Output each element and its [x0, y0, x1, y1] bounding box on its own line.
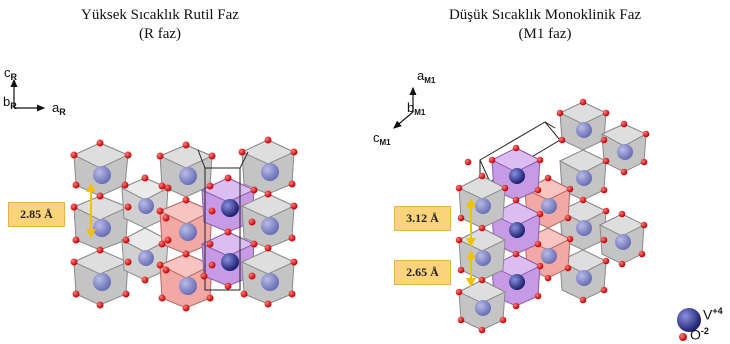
oxygen-atoms: [455, 98, 650, 334]
r-phase-title: Yüksek Sıcaklık Rutil Faz (R faz): [10, 6, 310, 44]
r-distance-label: 2.85 Å: [8, 202, 65, 227]
r-phase-title-line1: Yüksek Sıcaklık Rutil Faz: [81, 7, 239, 23]
octahedron: [457, 279, 507, 331]
octahedron-red: [158, 253, 214, 309]
vanadium-legend-sphere: [677, 308, 701, 332]
m1-phase-title-line2: (M1 faz): [518, 26, 572, 42]
octahedron: [558, 101, 608, 151]
oxygen-legend-sphere: [679, 333, 687, 341]
r-phase-structure: [70, 136, 298, 312]
vanadium-legend-label: V+4: [703, 306, 723, 323]
c-r-axis-label: cR: [4, 65, 18, 82]
r-phase-axes: cR bR aR: [3, 65, 66, 117]
octahedron: [72, 195, 130, 251]
octahedron: [240, 139, 296, 195]
octahedron-purple: [200, 231, 256, 287]
a-m1-axis-label: aM1: [417, 68, 436, 85]
octahedron: [240, 193, 296, 249]
r-phase-title-line2: (R faz): [138, 26, 182, 42]
octahedron: [598, 213, 646, 265]
octahedron-purple: [200, 177, 256, 233]
m1-phase-title-line1: Düşük Sıcaklık Monoklinik Faz: [448, 7, 642, 23]
c-m1-axis-label: cM1: [373, 130, 391, 147]
oxygen-legend-label: O-2: [690, 326, 709, 343]
m1-phase-axes: aM1 bM1 cM1: [373, 68, 436, 147]
m1-phase-structure: [455, 98, 650, 334]
b-r-axis-label: bR: [3, 94, 17, 111]
m1-phase-title: Düşük Sıcaklık Monoklinik Faz (M1 faz): [375, 6, 715, 44]
b-m1-axis-label: bM1: [407, 100, 426, 117]
oxygen-atoms: [70, 136, 298, 312]
octahedron: [72, 249, 130, 306]
octahedron: [240, 249, 296, 305]
octahedron: [600, 123, 648, 173]
m1-short-distance-label: 2.65 Å: [394, 260, 451, 285]
m1-long-distance-label: 3.12 Å: [394, 206, 451, 231]
a-r-axis-label: aR: [52, 100, 66, 117]
octahedron: [72, 142, 130, 197]
